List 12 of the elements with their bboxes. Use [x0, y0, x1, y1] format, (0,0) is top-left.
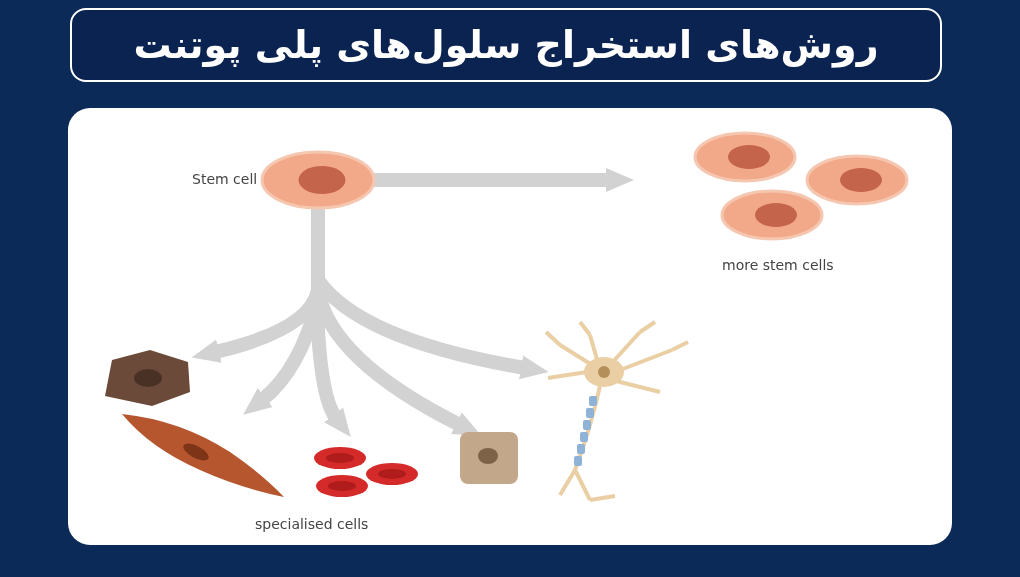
cell-label: Stem cell: [192, 171, 258, 187]
cell-drawing: [460, 432, 518, 484]
cell-label: more stem cells: [722, 257, 834, 273]
cell-drawing: [314, 447, 418, 497]
cell-drawing: [544, 320, 689, 502]
cell-drawing: [260, 150, 376, 210]
arrow: [374, 168, 634, 192]
cell-drawing: [693, 131, 909, 241]
cell-drawing: [122, 414, 284, 497]
cell-drawing: [105, 350, 190, 406]
group-label: specialised cells: [255, 516, 369, 532]
title-banner: روش‌های استخراج سلول‌های پلی پوتنت: [70, 8, 942, 82]
